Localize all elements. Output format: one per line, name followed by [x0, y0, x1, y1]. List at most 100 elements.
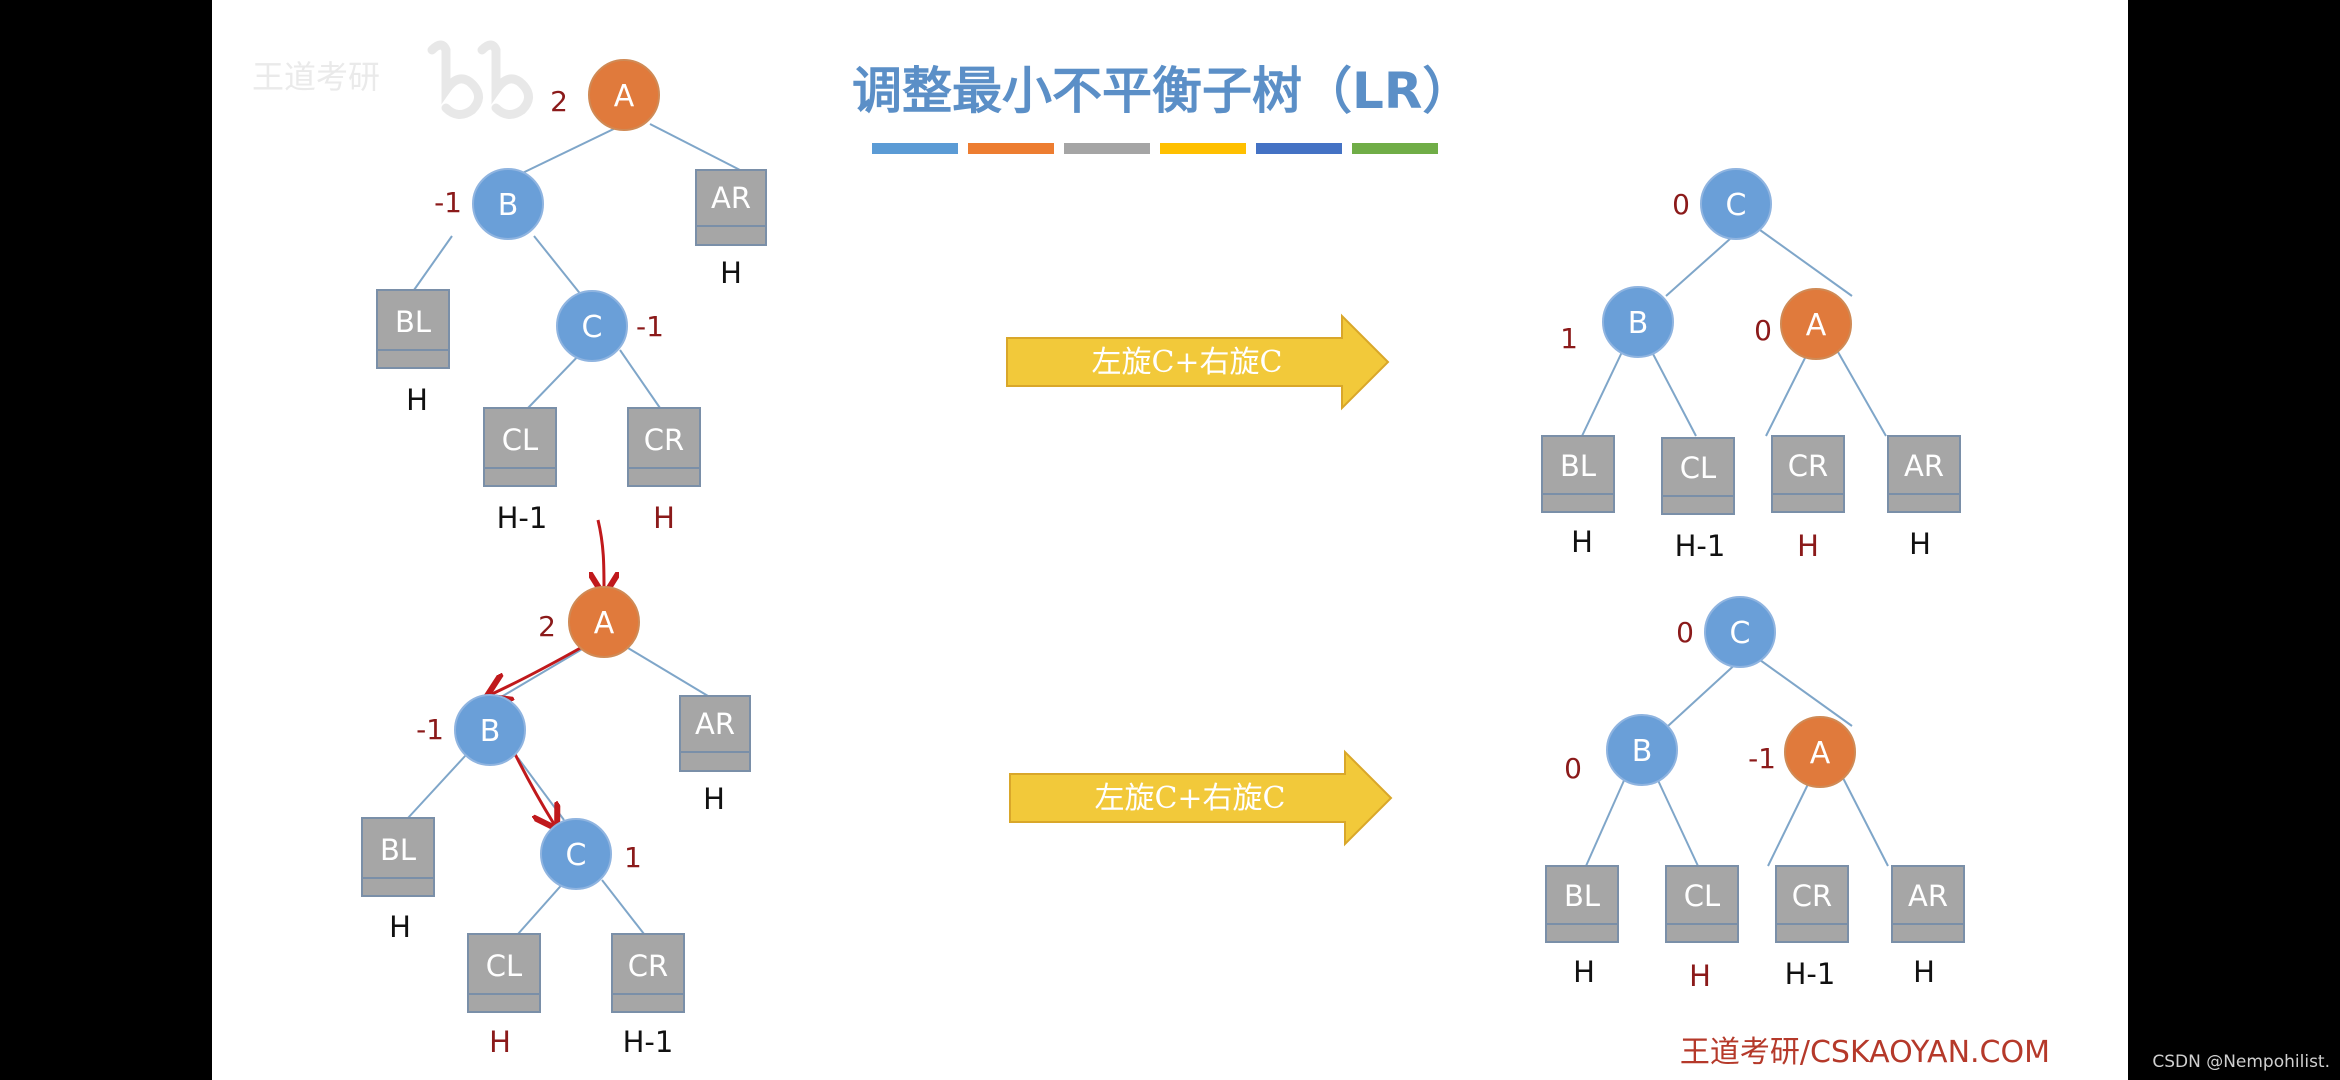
subtree-AR-top-right: AR H: [1887, 435, 1961, 561]
node-A-top-left: A 2: [550, 59, 660, 131]
svg-text:CL: CL: [1680, 451, 1716, 485]
tree-bottom-left-edges: [407, 647, 709, 935]
svg-text:AR: AR: [1908, 879, 1948, 913]
node-A-top-right: A 0: [1754, 288, 1852, 360]
svg-text:A: A: [594, 606, 615, 641]
svg-text:B: B: [1628, 306, 1649, 341]
balance-factor: 1: [624, 841, 642, 874]
red-arrow-down: [598, 519, 604, 590]
svg-text:CL: CL: [502, 423, 538, 457]
height-label: H: [1571, 525, 1593, 559]
balance-factor: 2: [538, 610, 556, 643]
watermark-text: 王道考研: [252, 58, 380, 96]
balance-factor: 0: [1564, 752, 1582, 785]
color-bar-gray: [1064, 143, 1150, 154]
balance-factor: 0: [1676, 616, 1694, 649]
subtree-AR-bottom-right: AR H: [1891, 865, 1965, 989]
subtree-CL-bottom-left: CL H: [467, 933, 541, 1059]
node-C-top-right: C 0: [1672, 168, 1772, 240]
svg-text:CR: CR: [1788, 449, 1828, 483]
svg-text:CR: CR: [628, 949, 668, 983]
svg-text:C: C: [1730, 616, 1751, 651]
subtree-AR-top-left: AR H: [695, 169, 767, 290]
height-label: H: [1797, 529, 1819, 563]
color-bar-green: [1352, 143, 1438, 154]
credit-watermark: CSDN @Nempohilist.: [2152, 1052, 2330, 1072]
subtree-BL-bottom-right: BL H: [1545, 865, 1619, 989]
rotation-arrow-label: 左旋C+右旋C: [1091, 345, 1282, 380]
color-bar-orange: [968, 143, 1054, 154]
height-label: H: [406, 383, 428, 417]
svg-text:B: B: [480, 714, 501, 749]
node-A-bottom-right: A -1: [1748, 716, 1856, 788]
svg-text:AR: AR: [695, 707, 735, 741]
height-label: H-1: [497, 501, 548, 535]
subtree-BL-top-left: BL H: [376, 289, 450, 417]
height-label: H: [720, 256, 742, 290]
height-label: H: [1909, 527, 1931, 561]
balance-factor: 0: [1672, 188, 1690, 221]
subtree-CL-top-left: CL H-1: [483, 407, 557, 535]
svg-text:CL: CL: [486, 949, 522, 983]
balance-factor: -1: [636, 310, 664, 343]
subtree-CR-top-right: CR H: [1771, 435, 1845, 563]
red-arrow-a-to-b: [492, 644, 585, 694]
node-C-top-left: C -1: [556, 290, 664, 362]
node-B-top-left: B -1: [434, 168, 544, 240]
tree-top-left: A 2 B -1 C -1 AR H BL H CL H: [376, 59, 767, 535]
height-label: H-1: [1675, 529, 1726, 563]
balance-factor: -1: [434, 186, 462, 219]
svg-text:CR: CR: [1792, 879, 1832, 913]
svg-text:A: A: [1810, 736, 1831, 771]
tree-bottom-left: A 2 B -1 C 1 AR H BL H CL H: [361, 586, 751, 1059]
node-B-bottom-right: B 0: [1564, 714, 1678, 786]
height-label: H: [1573, 955, 1595, 989]
height-label: H-1: [623, 1025, 674, 1059]
balance-factor: 0: [1754, 314, 1772, 347]
subtree-CR-top-left: CR H: [627, 407, 701, 535]
color-bar-darkblue: [1256, 143, 1342, 154]
height-label: H: [389, 910, 411, 944]
node-B-top-right: B 1: [1560, 286, 1674, 358]
height-label: H: [653, 501, 675, 535]
svg-text:A: A: [1806, 308, 1827, 343]
height-label: H: [1689, 959, 1711, 993]
rotation-arrow-top: 左旋C+右旋C: [1006, 313, 1390, 411]
svg-text:BL: BL: [1564, 879, 1600, 913]
footer-brand: 王道考研/CSKAOYAN.COM: [1680, 1035, 2050, 1070]
tree-top-left-edges: [413, 123, 741, 409]
tree-top-right-edges: [1581, 229, 1887, 437]
subtree-CL-top-right: CL H-1: [1661, 437, 1735, 563]
height-label: H-1: [1785, 957, 1836, 991]
tree-bottom-right-edges: [1585, 659, 1889, 867]
svg-text:BL: BL: [395, 305, 431, 339]
color-bar-yellow: [1160, 143, 1246, 154]
balance-factor: -1: [1748, 742, 1776, 775]
balance-factor: 2: [550, 85, 568, 118]
subtree-CR-bottom-right: CR H-1: [1775, 865, 1849, 991]
svg-text:BL: BL: [380, 833, 416, 867]
subtree-AR-bottom-left: AR H: [679, 695, 751, 816]
red-arrow-b-to-c: [512, 751, 554, 824]
height-label: H: [703, 782, 725, 816]
watermark-logo: 王道考研: [252, 40, 533, 119]
svg-text:B: B: [1632, 734, 1653, 769]
svg-text:BL: BL: [1560, 449, 1596, 483]
page-title: 调整最小不平衡子树（LR）: [852, 62, 1472, 120]
svg-text:B: B: [498, 188, 519, 223]
color-bar-blue: [872, 143, 958, 154]
svg-text:C: C: [582, 310, 603, 345]
rotation-arrow-label: 左旋C+右旋C: [1094, 781, 1285, 816]
title-color-bar: [872, 143, 1438, 154]
subtree-BL-bottom-left: BL H: [361, 817, 435, 944]
node-B-bottom-left: B -1: [416, 694, 526, 766]
avl-lr-rotation-diagram: 王道考研 调整最小不平衡子树（LR） A 2 B -1: [252, 40, 2050, 1070]
slide: 王道考研 调整最小不平衡子树（LR） A 2 B -1: [212, 0, 2128, 1080]
tree-bottom-right: C 0 B 0 A -1 BL H CL H CR H-: [1545, 596, 1965, 993]
height-label: H: [489, 1025, 511, 1059]
svg-text:A: A: [614, 79, 635, 114]
subtree-CR-bottom-left: CR H-1: [611, 933, 685, 1059]
tree-top-right: C 0 B 1 A 0 BL H CL H-1 CR H: [1541, 168, 1961, 563]
node-C-bottom-right: C 0: [1676, 596, 1776, 668]
node-A-bottom-left: A 2: [538, 586, 640, 658]
